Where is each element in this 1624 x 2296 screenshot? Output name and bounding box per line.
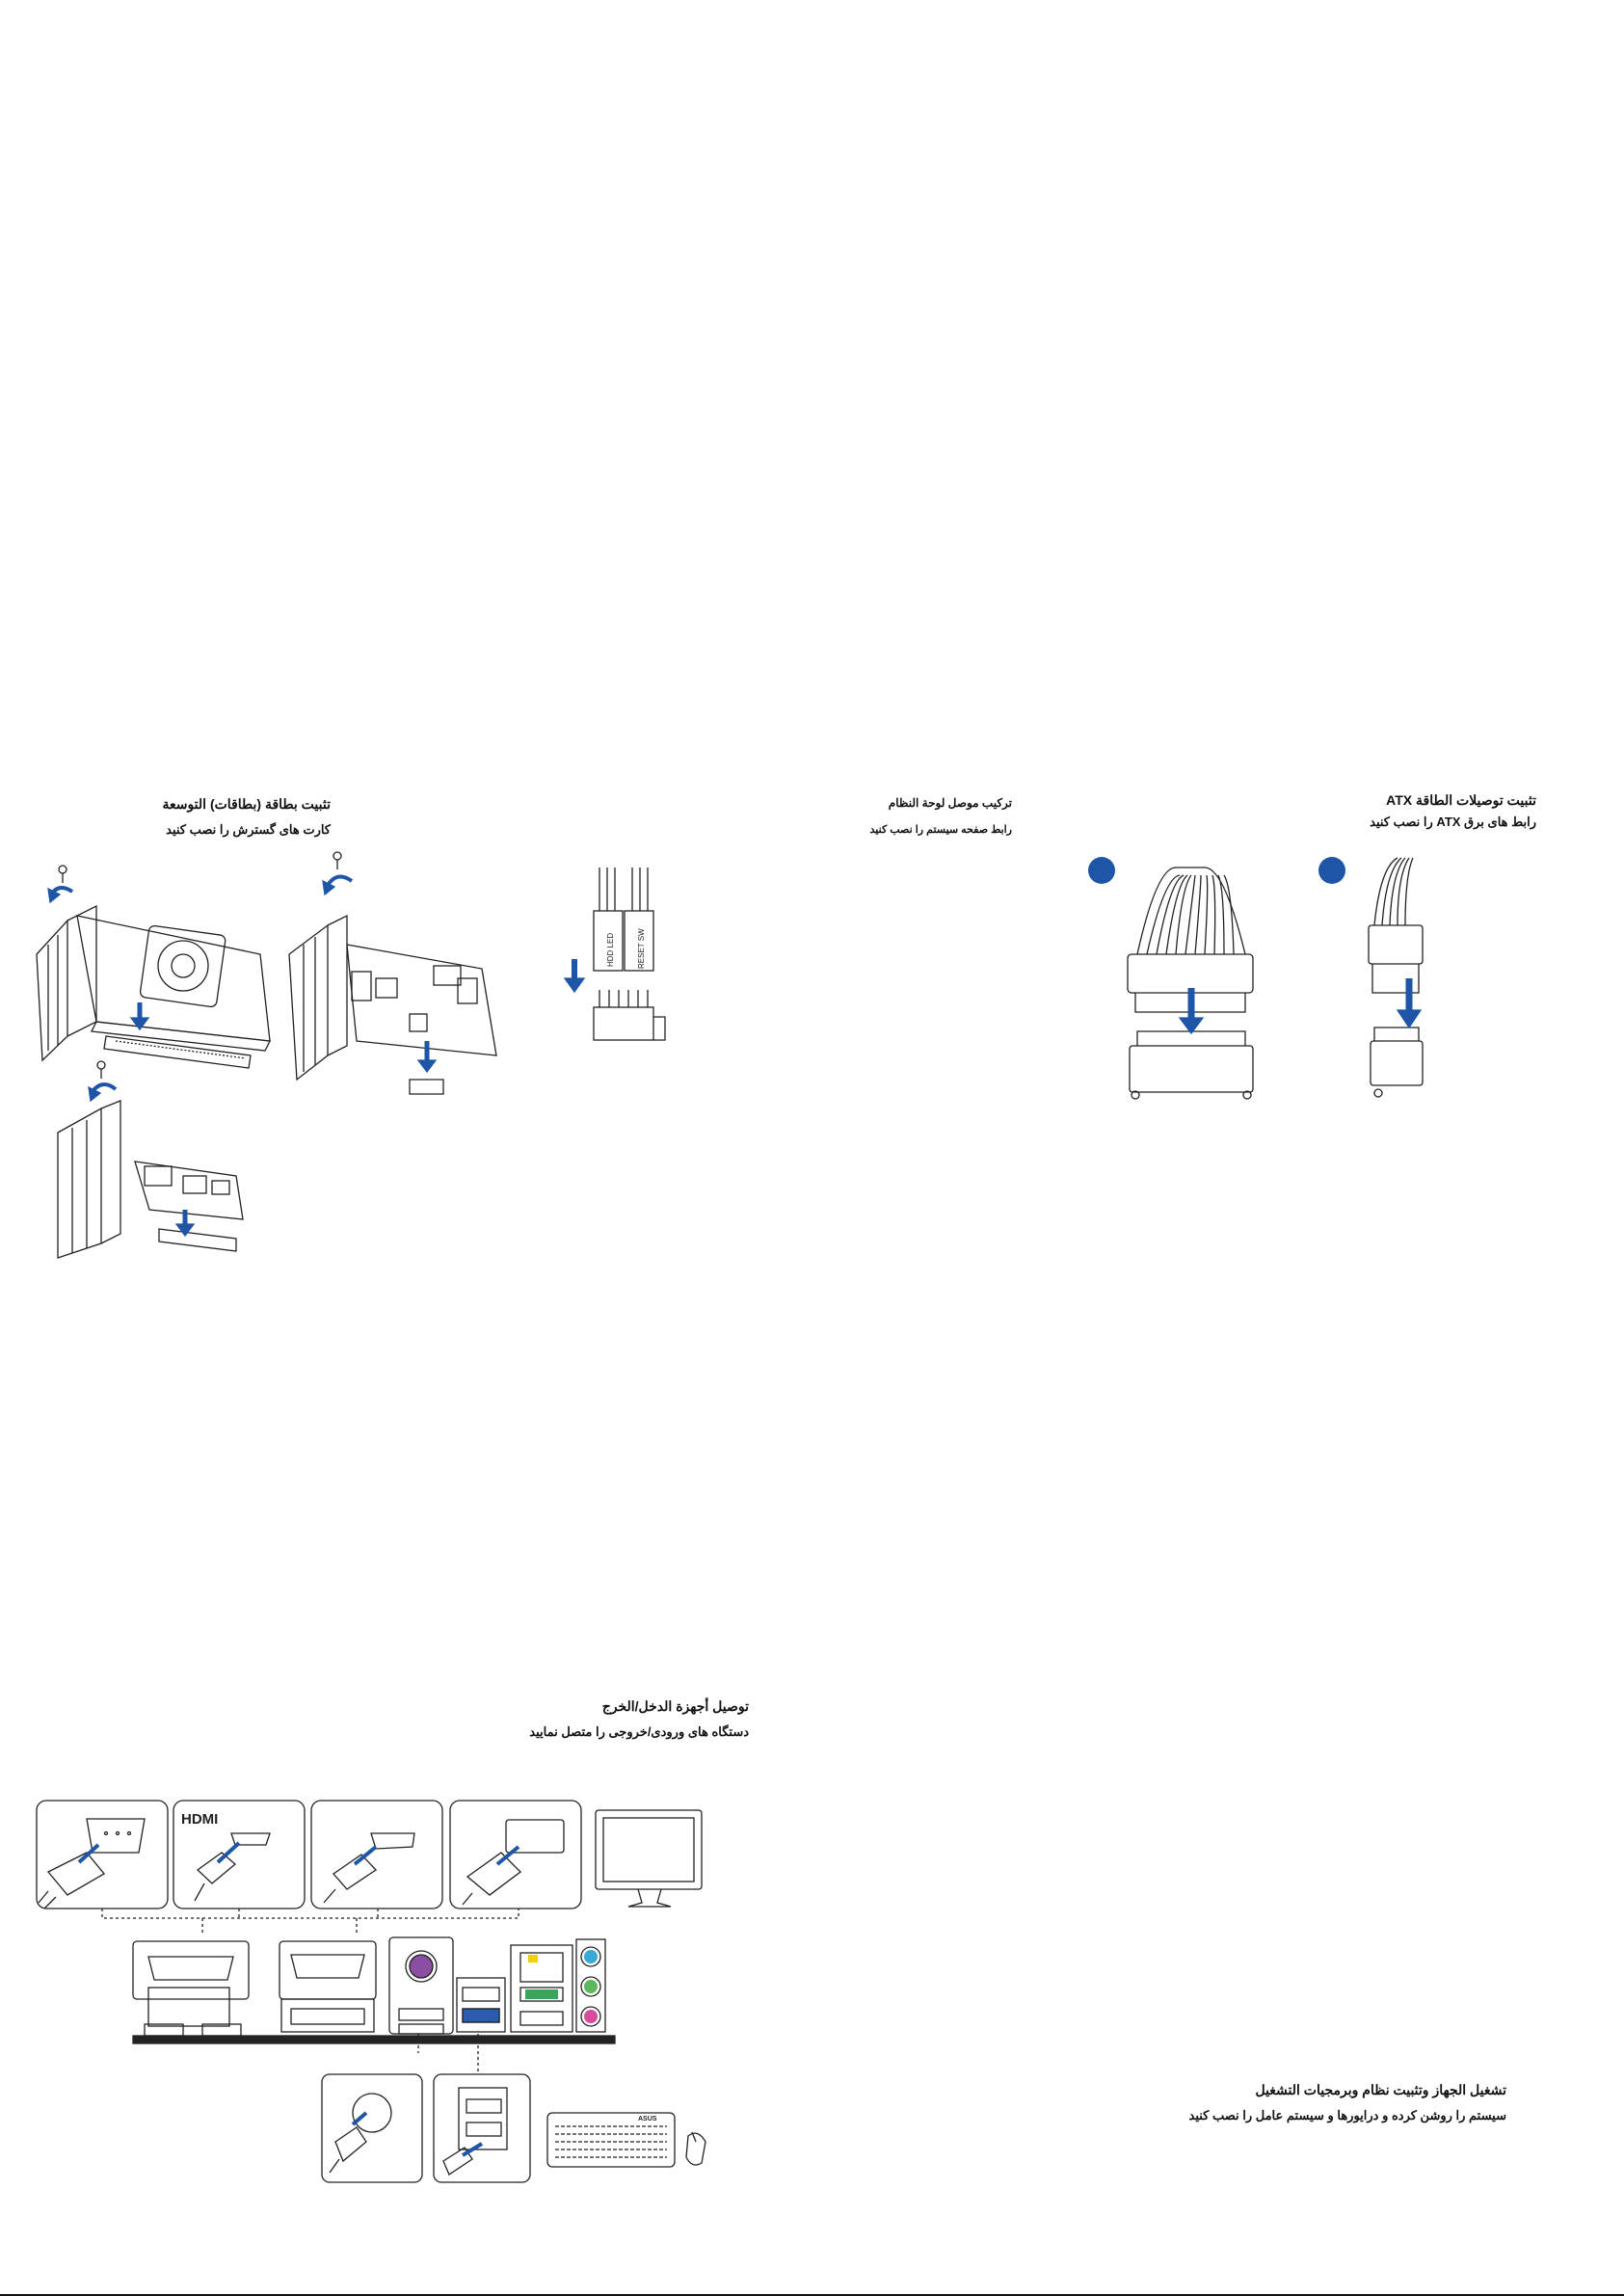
- asus-logo: ASUS: [638, 2116, 657, 2122]
- arrow-icon: [351, 2111, 484, 2157]
- hdd-led-label: HDD LED: [606, 933, 615, 967]
- ps2-port: [409, 1954, 434, 1979]
- io-title-block: توصيل أجهزة الدخل/الخرج دستگاه های ورودی…: [529, 1698, 749, 1740]
- atx-8pin-connector: [1368, 857, 1424, 1098]
- step-marker: [1318, 857, 1345, 884]
- pcie-x1-card-install: [288, 851, 497, 1095]
- rear-io-panel: [132, 1936, 616, 2044]
- reset-sw-label: RESET SW: [637, 928, 646, 969]
- keyboard-icon: ASUS: [546, 2112, 676, 2168]
- mouse-icon: [685, 2131, 706, 2166]
- usb-device-panel: [433, 2073, 531, 2183]
- header-pins: [593, 990, 666, 1041]
- line-out-jack: [584, 1980, 598, 1993]
- io-title: توصيل أجهزة الدخل/الخرج: [601, 1698, 749, 1714]
- io-subtitle: دستگاه های ورودی/خروجی را متصل نماييد: [529, 1724, 749, 1739]
- atx-power-illustration: [1088, 857, 1424, 1100]
- curved-arrow-icon: [47, 886, 74, 904]
- power-on-title-block: تشغيل الجهاز وتثبيت نظام وبرمجيات التشغي…: [1189, 2082, 1507, 2123]
- front-panel-subtitle: رابط صفحه سيستم را نصب كنيد: [869, 824, 1012, 836]
- usb3-port: [462, 2008, 500, 2023]
- pcie-card-install: [57, 1060, 244, 1259]
- atx-24pin-connector: [1127, 867, 1254, 1100]
- io-connection-illustration: HDMI: [36, 1800, 706, 2183]
- vga-cable-panel: [36, 1800, 169, 1909]
- displayport-cable-panel: [310, 1800, 443, 1909]
- screw-icon: [58, 865, 67, 883]
- arrow-down-icon: [1178, 988, 1205, 1035]
- arrow-down-icon: [129, 1002, 150, 1031]
- lan-led: [525, 1989, 558, 1999]
- page-bottom-rule: [0, 2294, 1624, 2296]
- power-on-title: تشغيل الجهاز وتثبيت نظام وبرمجيات التشغي…: [1255, 2082, 1506, 2097]
- dvi-cable-panel: [449, 1800, 582, 1909]
- atx-title: تثبيت توصيلات الطاقة ATX: [1386, 792, 1536, 808]
- graphics-card-install: [36, 865, 271, 1069]
- monitor-icon: [595, 1809, 703, 1908]
- atx-subtitle: رابط های برق ATX را نصب کنيد: [1370, 814, 1536, 829]
- front-panel-cable: [593, 868, 654, 972]
- ps2-keyboard-panel: [321, 2073, 423, 2183]
- atx-title-block: تثبيت توصيلات الطاقة ATX رابط های برق AT…: [1370, 792, 1536, 830]
- arrow-down-icon: [1396, 978, 1423, 1029]
- expansion-cards-illustration: [36, 851, 497, 1259]
- front-panel-title: تركيب موصل لوحة النظام: [888, 796, 1012, 810]
- arrow-down-icon: [416, 1041, 438, 1074]
- lan-led: [528, 1955, 538, 1962]
- curved-arrow-icon: [88, 1082, 118, 1103]
- front-panel-title-block: تركيب موصل لوحة النظام رابط صفحه سيستم ر…: [870, 796, 1012, 836]
- hdmi-logo: HDMI: [181, 1811, 218, 1828]
- curved-arrow-icon: [322, 874, 354, 896]
- expansion-title: تثبيت بطاقة (بطاقات) التوسعة: [162, 796, 331, 812]
- arrow-down-icon: [563, 959, 586, 994]
- screw-icon: [333, 851, 342, 869]
- arrow-icon: [77, 1841, 520, 1866]
- mic-jack: [584, 2010, 598, 2023]
- expansion-subtitle: كارت های گسترش را نصب کنيد: [166, 822, 331, 837]
- expansion-title-block: تثبيت بطاقة (بطاقات) التوسعة كارت های گس…: [162, 796, 331, 838]
- screw-icon: [96, 1060, 106, 1079]
- front-panel-connector-illustration: HDD LED RESET SW: [563, 868, 666, 1041]
- arrow-down-icon: [174, 1210, 196, 1238]
- power-on-subtitle: سيستم را روشن كرده و درايورها و سيستم عا…: [1188, 2108, 1507, 2122]
- line-in-jack: [584, 1950, 598, 1963]
- step-marker: [1088, 857, 1115, 884]
